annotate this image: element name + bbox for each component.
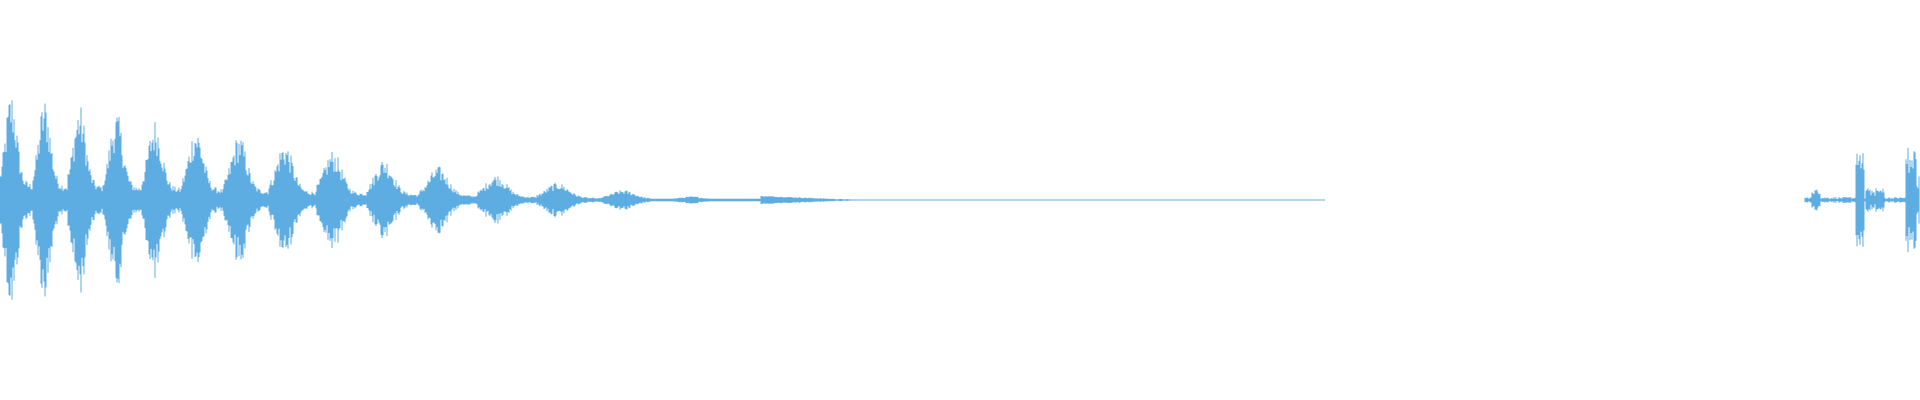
waveform-bars: [0, 100, 1920, 300]
